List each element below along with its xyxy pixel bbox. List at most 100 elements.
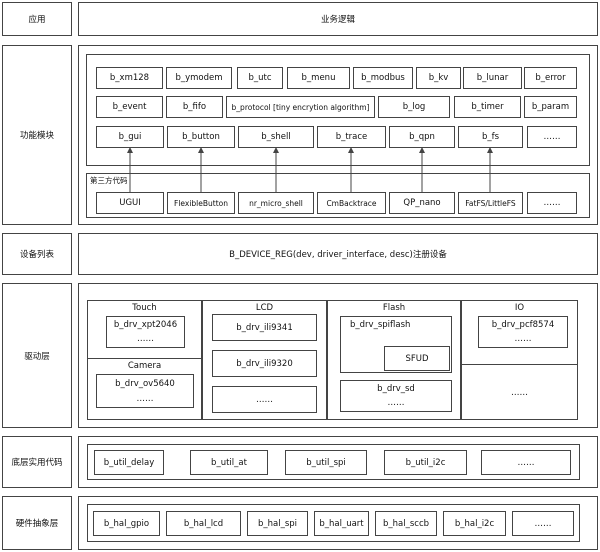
io-driver-box [478,316,568,348]
flash-title: Flash [382,303,406,313]
module-label: b_lunar [476,73,509,83]
third-party-item: FatFS/LittleFS [465,198,516,208]
third-party-label: 第三方代码 [90,176,128,185]
module-b-shell: b_shell [238,126,314,148]
third-party-item: QP_nano [403,198,441,208]
module-b-protocol: b_protocol [tiny encrytion algorithm] [226,96,375,118]
module-b-error: b_error [524,67,577,89]
layer-label-util-text: 底层实用代码 [11,458,63,468]
module-b-timer: b_timer [454,96,521,118]
flash-spiflash-label: b_drv_spiflash [350,320,411,330]
util-item-label: b_util_delay [103,457,155,468]
util-spi: b_util_spi [285,450,367,475]
module-b-gui: b_gui [96,126,164,148]
hal-more: …… [512,511,574,536]
third-party-qp-nano: QP_nano [389,192,455,214]
util-delay: b_util_delay [94,450,164,475]
third-party-item: UGUI [119,198,141,208]
hal-item-label: b_hal_spi [257,518,298,529]
module-b-fs: b_fs [458,126,523,148]
module-label: b_xm128 [109,73,150,83]
third-party-item: FlexibleButton [174,198,228,208]
touch-title: Touch [132,303,157,313]
touch-driver-more: …… [137,334,154,344]
module-label: b_fs [481,132,500,142]
third-party-ugui: UGUI [96,192,164,214]
module-b-event: b_event [96,96,163,118]
module-label: b_param [531,102,570,112]
module-label: b_kv [428,73,449,83]
hal-sccb: b_hal_sccb [375,511,437,536]
module-b-fifo: b_fifo [166,96,223,118]
third-party-fatfs-littlefs: FatFS/LittleFS [458,192,523,214]
hal-item-label: b_hal_uart [319,518,364,529]
io-divider [461,364,578,365]
module-label: b_timer [471,102,504,112]
util-item-label: b_util_spi [306,457,346,468]
module-label: b_trace [335,132,368,142]
layer-label-func-text: 功能模块 [19,131,54,141]
layer-label-func: 功能模块 [2,45,72,225]
hal-item-label: b_hal_gpio [103,518,150,529]
module-b-param: b_param [524,96,577,118]
module-b-kv: b_kv [416,67,461,89]
flash-sfud-label: SFUD [405,353,429,364]
module-b-button: b_button [167,126,235,148]
module-b-modbus: b_modbus [353,67,413,89]
app-content: 业务逻辑 [320,15,355,25]
third-party-item: CmBacktrace [326,198,377,208]
hal-i2c: b_hal_i2c [443,511,506,536]
camera-title: Camera [127,361,162,371]
lcd-driver-more: …… [212,386,317,413]
layer-label-drv: 驱动层 [2,283,72,428]
io-driver-pcf8574: b_drv_pcf8574 [491,320,555,330]
layer-label-app-text: 应用 [28,15,46,25]
module-more: …… [527,126,577,148]
module-label: b_log [402,102,426,112]
app-layer-box: 业务逻辑 [78,2,598,36]
flash-sfud-box: SFUD [384,346,450,371]
module-label: b_event [112,102,147,112]
hal-lcd: b_hal_lcd [166,511,241,536]
hal-item-label: b_hal_lcd [183,518,224,529]
module-label: b_protocol [tiny encrytion algorithm] [231,102,370,112]
module-label: b_qpn [409,132,435,142]
hal-gpio: b_hal_gpio [93,511,160,536]
layer-label-drv-text: 驱动层 [24,351,50,362]
module-label: b_modbus [361,73,405,83]
hal-item-label: …… [534,518,552,529]
dev-layer-box: B_DEVICE_REG(dev, driver_interface, desc… [78,233,598,275]
dev-content: B_DEVICE_REG(dev, driver_interface, desc… [229,250,447,260]
module-label: b_menu [301,73,336,83]
module-label: b_fifo [182,102,207,112]
third-party-flexiblebutton: FlexibleButton [167,192,235,214]
layer-label-dev: 设备列表 [2,233,72,275]
layer-label-app: 应用 [2,2,72,36]
lcd-driver-label: …… [256,394,273,405]
third-party-nr-micro-shell: nr_micro_shell [238,192,314,214]
touch-driver-box [106,316,185,348]
third-party-item: …… [543,198,561,208]
util-i2c: b_util_i2c [384,450,467,475]
third-party-cmbacktrace: CmBacktrace [317,192,386,214]
layer-label-hal-text: 硬件抽象层 [15,519,59,529]
layer-label-hal: 硬件抽象层 [2,496,72,550]
module-b-xm128: b_xm128 [96,67,163,89]
util-item-label: b_util_i2c [405,457,446,468]
module-label: b_button [182,132,220,142]
touch-camera-divider [87,358,202,359]
module-label: …… [543,132,561,142]
module-b-ymodem: b_ymodem [166,67,232,89]
lcd-driver-label: b_drv_ili9320 [236,358,293,369]
module-b-lunar: b_lunar [463,67,522,89]
util-item-label: b_util_at [211,457,247,468]
camera-driver-ov5640: b_drv_ov5640 [115,379,175,389]
third-party-item: nr_micro_shell [249,198,303,208]
hal-spi: b_hal_spi [247,511,308,536]
camera-driver-box [96,374,194,408]
module-b-menu: b_menu [287,67,350,89]
util-at: b_util_at [190,450,268,475]
module-label: b_error [535,73,566,83]
layer-label-dev-text: 设备列表 [19,250,54,260]
module-label: b_ymodem [175,73,223,83]
